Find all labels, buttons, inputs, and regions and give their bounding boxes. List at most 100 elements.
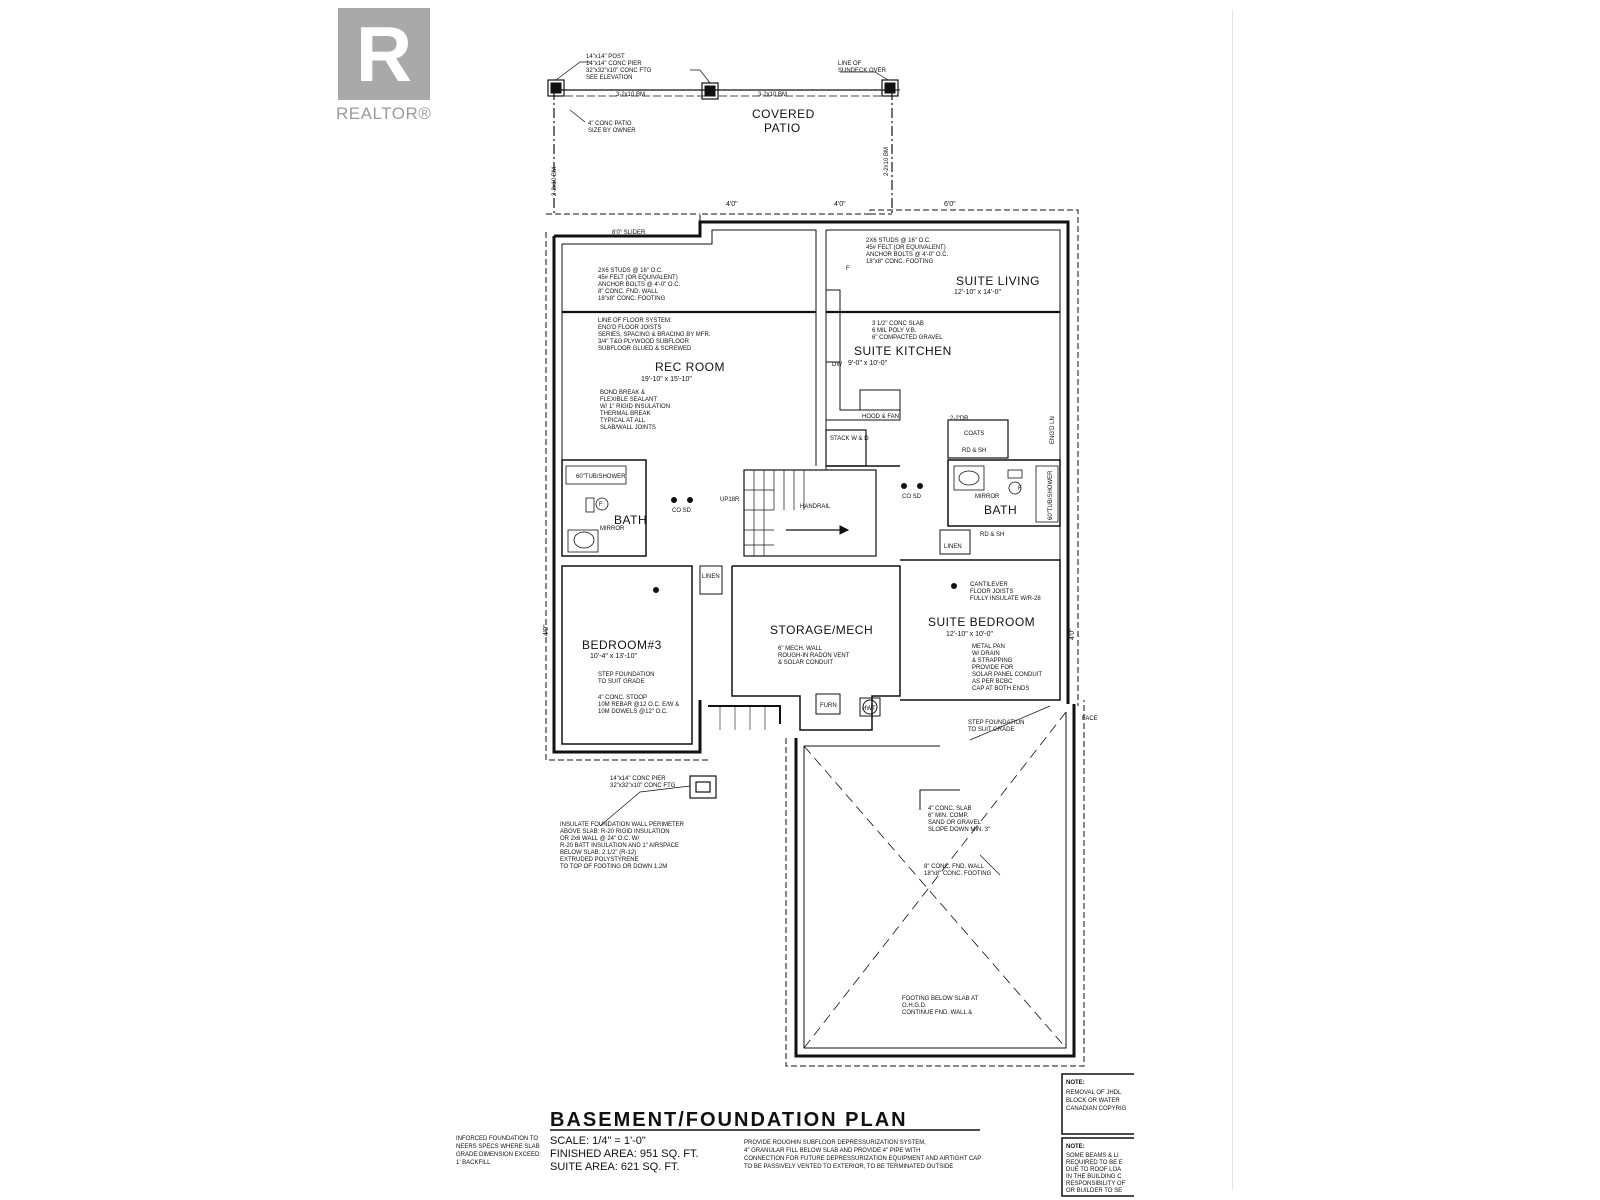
room-covered-patio-2: PATIO (764, 121, 801, 135)
note-studs-1: 2X6 STUDS @ 16" O.C. (598, 268, 663, 274)
fixture-co-sd-1: CO SD (672, 508, 692, 514)
note-pier2-1: 14"x14" CONC PIER (610, 776, 666, 782)
note-patio-2: SIZE BY OWNER (588, 128, 636, 134)
room-suite-kitchen: SUITE KITCHEN (854, 344, 952, 358)
note-box-2 (1061, 1137, 1134, 1197)
room-suite-living-dim: 12'-10" x 14'-0" (954, 289, 1001, 296)
note-box-1-l1: REMOVAL OF JHDL (1066, 1090, 1122, 1096)
fixture-stack: STACK W & D (830, 436, 869, 442)
note-stoop-1: 4" CONC. STOOP (598, 695, 647, 701)
bath-right-fixtures (953, 465, 1059, 523)
room-rec-room-dim: 19'-10" x 15'-10" (641, 376, 692, 383)
note-patio-1: 4" CONC PATIO (588, 121, 632, 127)
note-floor-1: LINE OF FLOOR SYSTEM: (598, 318, 672, 324)
note-pier: 14"x14" CONC PIER (586, 61, 642, 67)
note-gslab-3: SAND OR GRAVEL (928, 820, 982, 826)
note-sundeck-1: LINE OF (838, 61, 862, 67)
note-gwall-2: 18"x8" CONC. FOOTING (924, 871, 992, 877)
note-gslab-4: SLOPE DOWN MIN. 3" (928, 827, 990, 833)
title-right-3: CONNECTION FOR FUTURE DEPRESSURIZATION E… (744, 1156, 981, 1162)
note-metal-5: SOLAR PANEL CONDUIT (972, 672, 1042, 678)
room-bath-2: BATH (984, 503, 1017, 517)
note-stepf-1: STEP FOUNDATION (598, 672, 654, 678)
fixture-tub-1: 60"TUB/SHOWER (576, 474, 626, 480)
note-gslab-1: 4" CONC. SLAB (928, 806, 971, 812)
note-stepf2-1: STEP FOUNDATION (968, 720, 1024, 726)
dim-right-side: 4'0" (1069, 628, 1076, 640)
mech-equipment (815, 693, 881, 717)
note-metal-4: PROVIDE FOR (972, 665, 1014, 671)
note-studs-3: ANCHOR BOLTS @ 4'-0" O.C. (598, 282, 681, 288)
garage (785, 700, 1085, 1067)
note-engd: ENG'D LN (1050, 416, 1056, 444)
note-studs-2: 45# FELT (OR EQUIVALENT) (598, 275, 678, 281)
note-metal-3: & STRAPPING (972, 658, 1013, 664)
room-suite-bedroom-dim: 12'-10" x 10'-0" (946, 631, 993, 638)
fixture-dw: DW (832, 362, 842, 368)
dim-beam-1: 3-2x10 BM (616, 92, 645, 98)
note-ins-6: EXTRUDED POLYSTYRENE (560, 857, 639, 863)
dim-top-c: 6'0" (944, 201, 956, 208)
fixture-linen-1: LINEN (702, 574, 720, 580)
fixture-f-2: F (1018, 486, 1022, 492)
note-box-2-l2: REQUIRED TO BE E (1066, 1160, 1123, 1166)
note-floor-4: 3/4" T&G PLYWOOD SUBFLOOR (598, 339, 690, 345)
note-pier2-2: 32"x32"x10" CONC FTG (610, 783, 676, 789)
dim-beam-2: 3-2x10 BM (758, 92, 787, 98)
fixture-linen-2: LINEN (944, 544, 962, 550)
note-gftg-3: CONTINUE FND. WALL & (902, 1010, 972, 1016)
fixture-coats: COATS (964, 431, 984, 437)
fixture-rd-sh-1: RD & SH (962, 448, 986, 454)
note-mech-2: ROUGH-IN RADON VENT (778, 653, 850, 659)
room-covered-patio-1: COVERED (752, 107, 815, 121)
note-box-2-head: NOTE: (1066, 1144, 1085, 1150)
note-box-1 (1061, 1073, 1134, 1135)
note-gwall-1: 8" CONC. FND. WALL (924, 864, 985, 870)
note-ins-4: R-20 BATT INSULATION AND 1" AIRSPACE (560, 843, 679, 849)
room-suite-living: SUITE LIVING (956, 274, 1040, 288)
plan-scale: SCALE: 1/4" = 1'-0" (550, 1135, 646, 1147)
plan-title: BASEMENT/FOUNDATION PLAN (550, 1109, 908, 1131)
note-mech-1: 6" MECH. WALL (778, 646, 823, 652)
note-metal-7: CAP AT BOTH ENDS (972, 686, 1029, 692)
room-bath-1: BATH (614, 513, 647, 527)
note-bond-6: SLAB/WALL JOINTS (600, 425, 656, 431)
note-bond-2: FLEXIBLE SEALANT (600, 397, 657, 403)
note-box-2-l3: DUE TO ROOF LOA (1066, 1167, 1121, 1173)
note-pier-ftg: 32"x32"x10" CONC FTG (586, 68, 652, 74)
note-suite-studs-3: ANCHOR BOLTS @ 4'-0" O.C. (866, 252, 949, 258)
fixture-mirror-1: MIRROR (600, 526, 625, 532)
dim-top-b: 4'0" (834, 201, 846, 208)
note-ins-2: ABOVE SLAB: R-20 RIGID INSULATION (560, 829, 670, 835)
note-box-2-l4: IN THE BUILDING C (1066, 1174, 1122, 1180)
dim-beam-left: 2-2x10 BM (552, 167, 558, 196)
note-box-1-l3: CANADIAN COPYRIG (1066, 1106, 1127, 1112)
plan-finished-area: FINISHED AREA: 951 SQ. FT. (550, 1148, 699, 1160)
detectors (653, 483, 957, 593)
note-suite-studs-2: 45# FELT (OR EQUIVALENT) (866, 245, 946, 251)
fixture-hood: HOOD & FAN (862, 414, 899, 420)
note-floor-3: SERIES, SPACING & BRACING BY MFR. (598, 332, 711, 338)
title-left-2: NEERS SPECS WHERE SLAB (456, 1144, 540, 1150)
room-suite-kitchen-dim: 9'-0" x 10'-0" (848, 360, 888, 367)
note-bond-3: W/ 1" RIGID INSULATION (600, 404, 670, 410)
note-studs-5: 18"x8" CONC. FOOTING (598, 296, 666, 302)
fixture-slider: 8'0" SLIDER (612, 230, 646, 236)
covered-patio (546, 61, 900, 215)
note-bond-4: THERMAL BREAK (600, 411, 650, 417)
room-rec-room: REC ROOM (655, 360, 725, 374)
note-cant-1: CANTILEVER (970, 582, 1008, 588)
note-ins-1: INSULATE FOUNDATION WALL PERIMETER (560, 822, 685, 828)
note-slab-1: 3 1/2" CONC SLAB (872, 321, 924, 327)
fixture-rd-sh-2: RD & SH (980, 532, 1004, 538)
title-left-3: GRADE DIMENSION EXCEED: (456, 1152, 541, 1158)
note-cant-2: FLOOR JOISTS (970, 589, 1013, 595)
note-suite-studs-1: 2X6 STUDS @ 16" O.C. (866, 238, 931, 244)
note-metal-6: AS PER BCBC (972, 679, 1013, 685)
note-suite-studs-5: 18"x8" CONC. FOOTING (866, 259, 934, 265)
note-ins-7: TO TOP OF FOOTING OR DOWN 1.2M (560, 864, 667, 870)
dim-left-side: 4'0" (543, 624, 550, 636)
plan-suite-area: SUITE AREA: 621 SQ. FT. (550, 1161, 680, 1173)
note-ins-5: BELOW SLAB: 2 1/2" (R-12) (560, 850, 636, 856)
